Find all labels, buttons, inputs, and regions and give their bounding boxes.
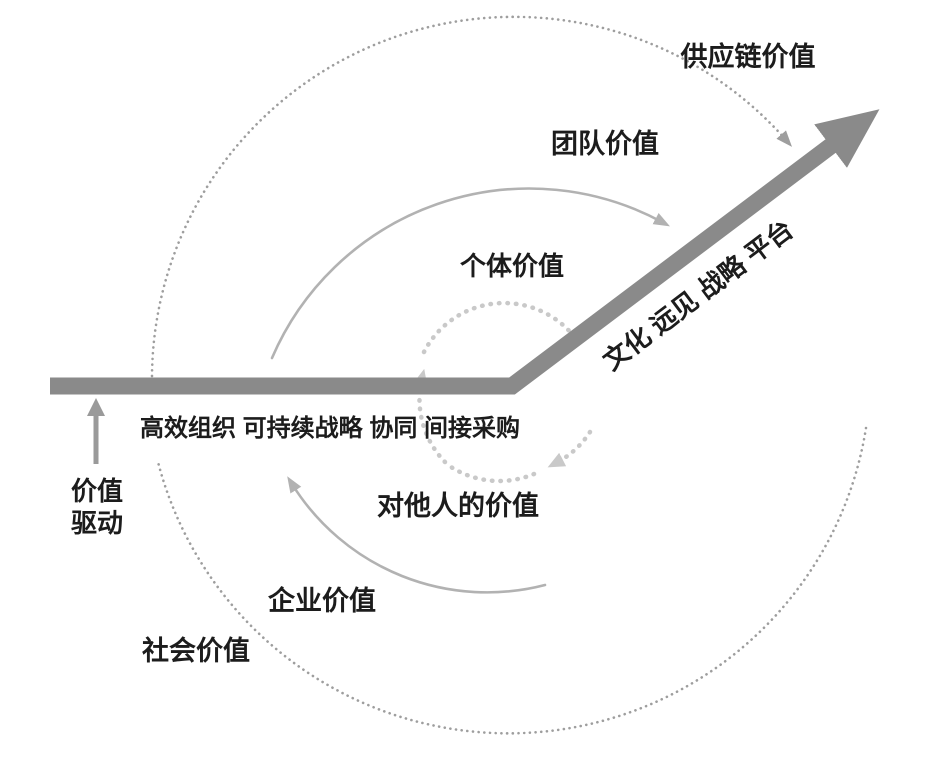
middle-circle-arc-top — [270, 187, 671, 360]
main-value-arrow — [50, 109, 880, 395]
team-value-label: 团队价值 — [551, 129, 659, 159]
enterprise-value-label: 企业价值 — [268, 585, 376, 616]
inner-circle-arc-top — [421, 300, 575, 355]
social-value-label: 社会价值 — [142, 635, 250, 666]
inner-circle-arc-bottom — [445, 462, 537, 484]
value-driven-label-line2: 驱动 — [71, 508, 123, 538]
inner-circle-arc-left — [412, 368, 448, 465]
inner-circle-arc-bottom-right — [547, 429, 593, 468]
efficient-organization-label: 高效组织 可持续战略 协同 间接采购 — [140, 414, 520, 442]
supply-chain-value-label: 供应链价值 — [680, 41, 816, 72]
individual-value-label: 个体价值 — [460, 251, 564, 281]
middle-circle-arc-bottom — [287, 476, 547, 594]
outer-circle-arc-bottom — [156, 426, 868, 735]
value-driven-label-line1: 价值 — [71, 476, 123, 506]
value-to-others-label: 对他人的价值 — [377, 490, 539, 521]
